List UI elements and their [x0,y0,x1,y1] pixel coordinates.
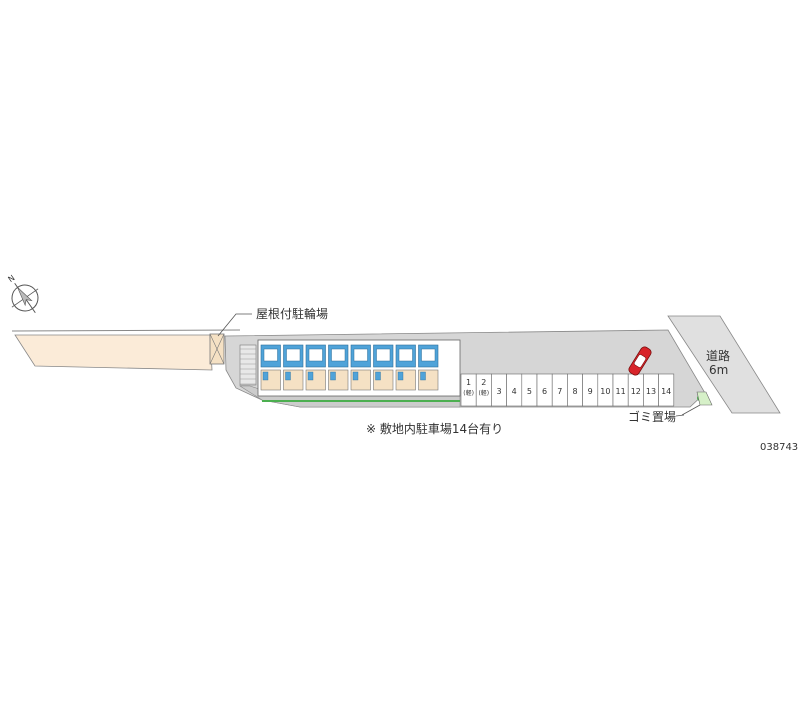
parking-space-number: 11 [616,387,626,396]
site-strip [14,334,213,371]
parking-space-number: 5 [527,387,532,396]
car-icon [628,346,652,376]
parking-space: 5 [521,373,538,407]
parking-space-number: 1 [466,378,471,387]
road-name-label: 道路 [706,348,730,363]
apartment-unit [305,344,326,391]
parking-space: 2 (軽) [475,373,492,407]
stairs [239,344,257,386]
compass-icon: N [6,273,39,314]
road-edge-line [11,329,241,332]
garbage-area-label: ゴミ置場 [628,409,676,424]
apartment-unit [283,344,304,391]
parking-space: 14 [658,373,675,407]
property-code: 038743 [760,442,798,453]
parking-space-number: 8 [572,387,577,396]
apartment-unit [260,344,281,391]
parking-space-number: 10 [600,387,610,396]
parking-space: 4 [506,373,523,407]
parking-space-type: (軽) [463,389,474,397]
apartment-unit [395,344,416,391]
apartment-unit [328,344,349,391]
parking-space-number: 9 [588,387,593,396]
parking-space: 11 [612,373,629,407]
apartment-unit [350,344,371,391]
parking-space: 7 [551,373,568,407]
parking-space: 10 [597,373,614,407]
road-width-label: 6m [709,363,728,377]
garbage-area [696,391,713,406]
garbage-area-leader [681,404,701,416]
compass-north-label: N [6,273,16,284]
parking-space-number: 7 [557,387,562,396]
parking-space: 12 [627,373,644,407]
parking-space-number: 2 [481,378,486,387]
apartment-unit [418,344,439,391]
bicycle-shed-leader [217,313,252,337]
parking-space: 9 [582,373,599,407]
parking-space-number: 6 [542,387,547,396]
parking-space: 13 [643,373,659,407]
parking-space: 3 [491,373,507,407]
parking-space-number: 13 [646,387,656,396]
road [667,315,781,414]
bicycle-shed-label: 屋根付駐輪場 [256,306,328,321]
parking-space-number: 3 [496,387,501,396]
apartment-building [239,339,461,397]
parking-space-type: (軽) [478,389,489,397]
apartment-unit [373,344,394,391]
parking-space: 8 [567,373,583,407]
parking-space: 6 [536,373,553,407]
parking-space-number: 14 [661,387,671,396]
parking-spaces: 1 (軽) 2 (軽) 3 4 5 6 7 8 9 10 11 12 13 14 [460,373,675,407]
parking-space-number: 12 [631,387,641,396]
parking-space: 1 (軽) [460,373,477,407]
parking-space-number: 4 [512,387,517,396]
parking-note: ※ 敷地内駐車場14台有り [366,421,503,436]
